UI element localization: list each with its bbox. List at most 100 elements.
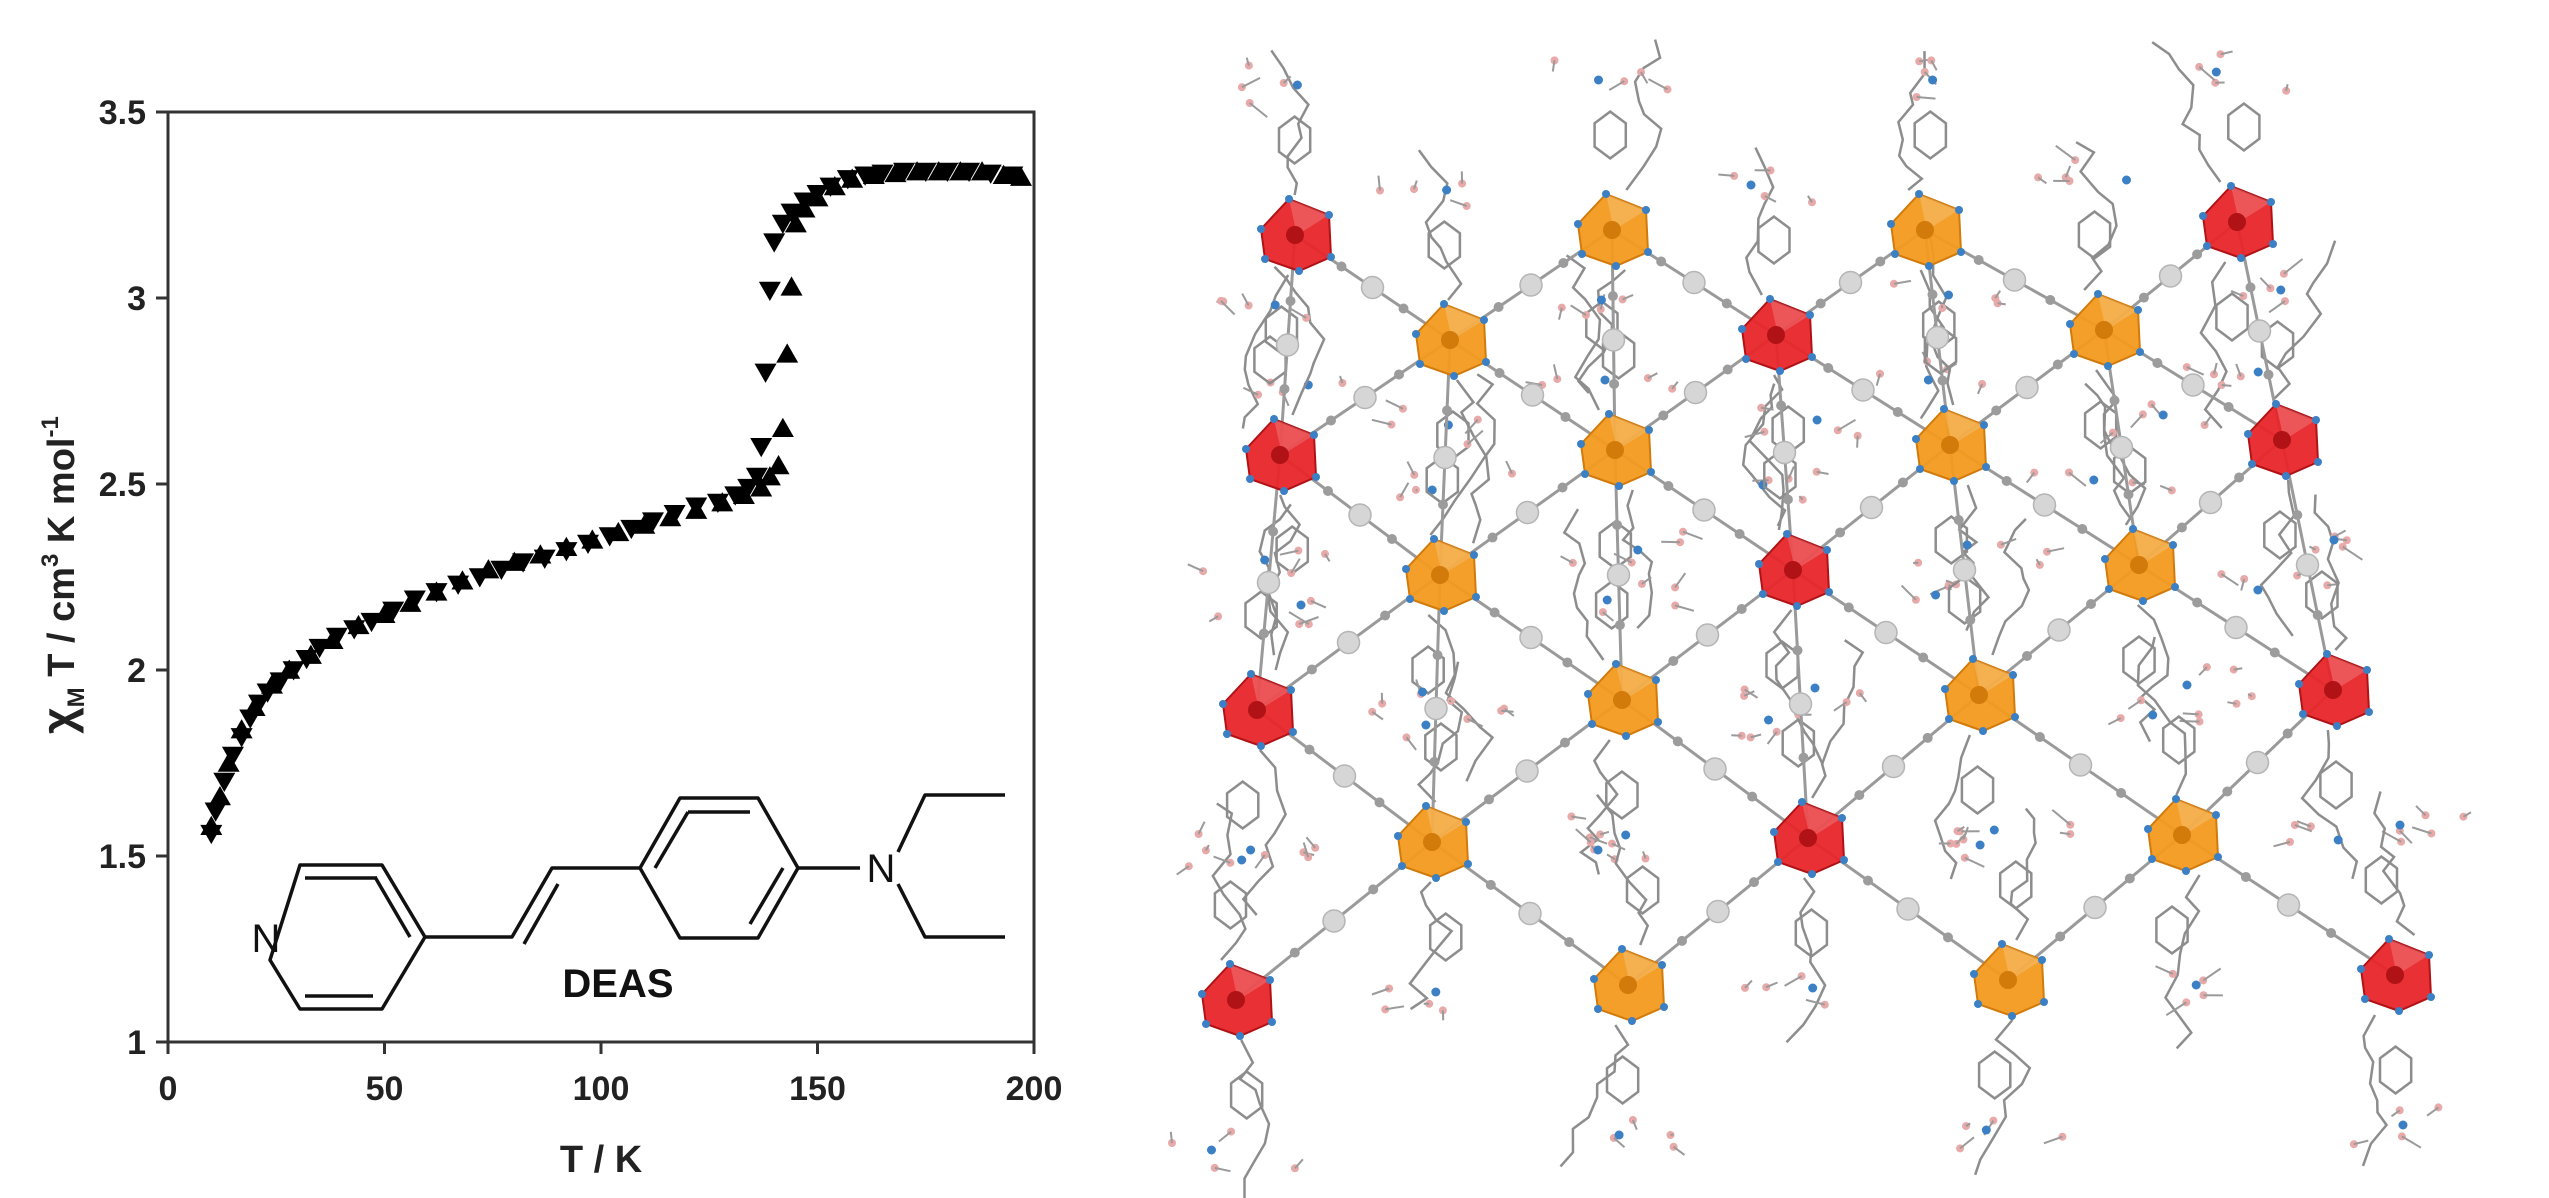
- ligand-bond: [1816, 470, 1829, 475]
- nitrogen-atom: [2282, 472, 2290, 480]
- ligand-bond: [2130, 413, 2144, 429]
- bridge-sphere: [2198, 490, 2223, 515]
- octahedron-face: [2002, 944, 2042, 980]
- bridge-sphere: [1874, 620, 1898, 645]
- ligand-chain: [1897, 51, 1926, 191]
- metal-atom: [2130, 556, 2148, 574]
- bridge-atom-small: [2192, 597, 2203, 608]
- ligand-ring: [2227, 102, 2261, 152]
- bridge-atom-small: [2045, 295, 2056, 305]
- ligand-bond: [1241, 293, 1250, 306]
- nitrogen-atom: [2172, 795, 2180, 803]
- data-point-cooling: [750, 438, 773, 458]
- ligand-bond: [1744, 430, 1765, 439]
- nitrogen-atom: [1406, 595, 1414, 603]
- ligand-bond: [1214, 1166, 1231, 1173]
- ligand-bond: [1671, 381, 1679, 390]
- bridge-sphere: [1424, 696, 1448, 721]
- nitrogen-atom: [2329, 535, 2339, 545]
- ligand-ring: [1593, 110, 1628, 160]
- data-point-cooling: [745, 467, 768, 488]
- ligand-ring: [1229, 1070, 1264, 1120]
- bridge-atom-small: [2152, 358, 2163, 368]
- x-tick-label: 0: [159, 1070, 178, 1108]
- bridge-sphere: [1851, 378, 1875, 402]
- data-point-cooling: [221, 746, 244, 767]
- ligand-ring: [1913, 110, 1948, 160]
- ligand-bond: [1976, 383, 1984, 395]
- bridge-atoms: [1256, 249, 2337, 958]
- ligand-bond: [2220, 573, 2239, 587]
- ligand-bond: [1294, 1158, 1304, 1169]
- bridge-sphere: [2247, 319, 2272, 343]
- bridge-atom-small: [1438, 499, 1448, 510]
- bridge-sphere: [1772, 440, 1797, 465]
- y-tick-label: 2: [127, 652, 146, 690]
- nitrogen-atom: [2129, 525, 2137, 533]
- nitrogen-atom: [1247, 670, 1255, 678]
- ligand-bond: [2285, 83, 2289, 92]
- nitrogen-atom: [1270, 415, 1278, 423]
- nitrogen-atom: [1427, 485, 1437, 495]
- data-point-heating: [243, 696, 266, 716]
- data-point-heating: [373, 603, 396, 623]
- metal-atom: [1916, 221, 1934, 239]
- bridge-atom-small: [1843, 602, 1854, 613]
- nitrogen-atom: [2070, 350, 2078, 358]
- deas-label: DEAS: [562, 962, 673, 1006]
- ligand-ring: [2215, 292, 2249, 342]
- bridge-atom-small: [1489, 607, 1500, 618]
- bridge-sphere: [1336, 630, 1361, 655]
- bridge-sphere: [1838, 270, 1863, 295]
- bridge-atom-small: [1562, 657, 1573, 668]
- ligand-chain: [1811, 639, 1865, 799]
- ligand-bond: [1631, 1119, 1638, 1130]
- nitrogen-atom: [2136, 348, 2144, 356]
- nitrogen-atom: [1412, 330, 1420, 338]
- nitrogen-atom: [2171, 583, 2179, 591]
- bridge-atom-small: [1722, 364, 1733, 375]
- bridge-atom-small: [1485, 879, 1496, 890]
- ligand-bond: [2198, 666, 2208, 676]
- bridge-atom-small: [2292, 510, 2303, 520]
- ligand-bond: [1916, 96, 1936, 100]
- ligand-bond: [1997, 302, 2006, 306]
- data-point-heating: [230, 719, 253, 739]
- nitrogen-atom: [1660, 1003, 1668, 1011]
- bridge-atom-small: [1398, 303, 1409, 314]
- crystal-structure-image: [1168, 39, 2472, 1198]
- bridge-atom-small: [2192, 249, 2203, 260]
- ligand-bond: [1798, 495, 1804, 501]
- nitrogen-atom: [1612, 262, 1620, 270]
- data-point-heating: [260, 674, 283, 694]
- bridge-sphere: [1606, 563, 1631, 587]
- nitrogen-atom: [1394, 832, 1402, 840]
- ligand-ring: [1947, 575, 1982, 625]
- bridge-atom-small: [1973, 255, 1984, 265]
- ligand-ring: [1411, 645, 1445, 695]
- x-tick-label: 150: [789, 1070, 846, 1108]
- nitrogen-atom: [1642, 206, 1650, 214]
- bridge-atom-small: [1815, 298, 1826, 309]
- ligand-bond: [1765, 981, 1778, 989]
- bridge-sphere: [1692, 498, 1716, 522]
- metal-atom: [1941, 436, 1959, 454]
- nitrogen-atom: [2425, 951, 2433, 959]
- ligand-bond: [1464, 418, 1479, 435]
- data-point-cooling: [204, 802, 227, 822]
- ligand-bond: [1385, 1005, 1405, 1011]
- ligand-bond: [1187, 563, 1204, 573]
- data-point-heating: [771, 417, 794, 437]
- ligand-bond: [2230, 289, 2244, 297]
- ligand-bond: [2055, 144, 2076, 161]
- ligand-bond: [2294, 824, 2313, 833]
- bridge-sphere: [1703, 757, 1727, 781]
- octahedron-face: [2133, 529, 2173, 565]
- nitrogen-atom: [1808, 870, 1816, 878]
- octahedron-face: [1622, 949, 1662, 985]
- bridge-atom-small: [1557, 482, 1568, 493]
- y-axis-label-sup2: -1: [37, 416, 64, 437]
- benzene-ring: [638, 796, 800, 940]
- nitrogen-atom: [1257, 225, 1265, 233]
- nitrogen-atom: [1223, 730, 1231, 738]
